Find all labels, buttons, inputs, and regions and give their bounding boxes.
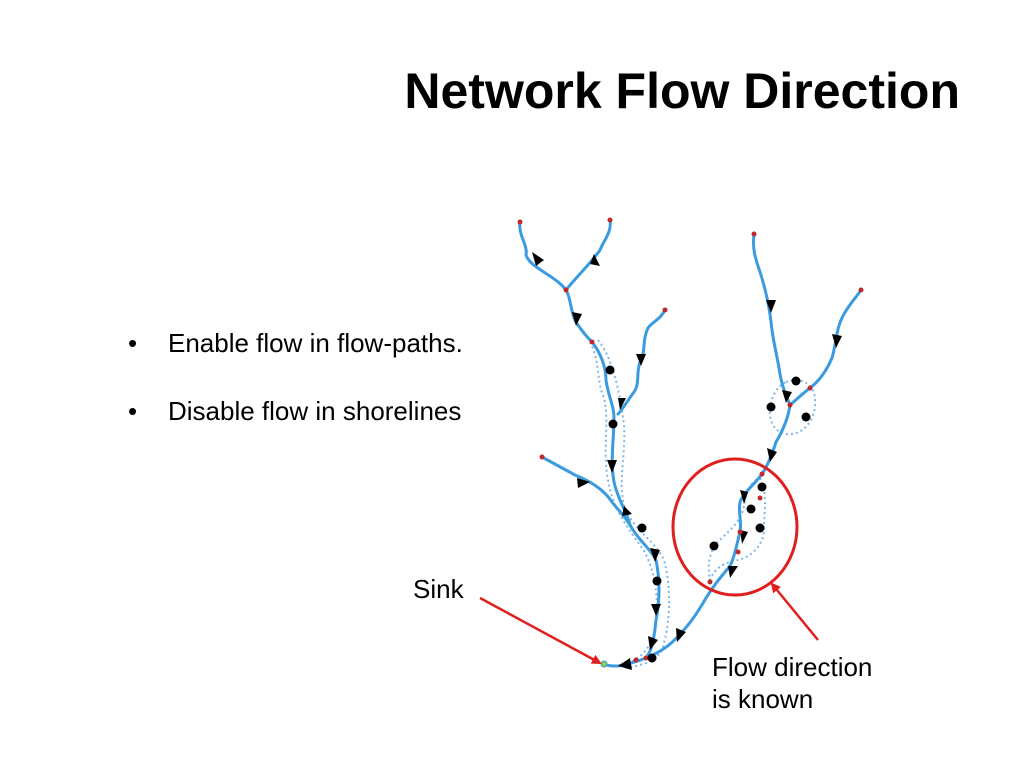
flow-direction-label-line2: is known <box>712 684 813 714</box>
sink-node <box>600 660 608 668</box>
node-dot <box>751 231 757 237</box>
bullet-item: • Enable flow in flow-paths. <box>128 326 463 360</box>
stream-main-left <box>590 340 661 660</box>
right-lake-upper <box>768 379 817 436</box>
left-shoreline-outer <box>589 341 658 667</box>
node-dot <box>737 529 743 535</box>
stream-top-left-a <box>518 220 568 292</box>
flow-arrows <box>532 252 842 670</box>
node-dot <box>563 287 569 293</box>
lake-node-dot <box>791 376 801 386</box>
flow-arrow-icon <box>590 254 600 266</box>
node-dot <box>757 495 763 501</box>
sink-pointer-arrow <box>479 596 602 665</box>
node-dot <box>539 454 545 460</box>
flow-arrow-icon <box>767 448 777 462</box>
node-dot <box>517 219 523 225</box>
stream-trunk-a <box>564 288 594 344</box>
node-dot <box>589 339 595 345</box>
flow-arrow-icon <box>740 490 748 504</box>
shorelines <box>589 339 817 669</box>
node-dot <box>759 471 765 477</box>
flow-direction-pointer-arrow <box>770 582 819 641</box>
lake-node-dot <box>605 365 615 375</box>
flow-arrow-icon <box>636 354 646 366</box>
bullet-dot-icon: • <box>128 328 138 358</box>
lake-node-dot <box>746 504 756 514</box>
flow-arrow-icon <box>728 566 738 578</box>
flow-arrow-icon <box>832 334 842 348</box>
lake-node-dot <box>755 523 765 533</box>
stream-side-left <box>540 455 632 527</box>
node-dot <box>787 402 793 408</box>
flow-arrow-icon <box>676 628 686 642</box>
bullet-list: • Enable flow in flow-paths. • Disable f… <box>128 326 463 462</box>
bullet-dot-icon: • <box>128 396 138 426</box>
node-dot <box>858 287 864 293</box>
lake-node-dot <box>608 419 618 429</box>
known-flow-highlight-circle <box>671 457 799 597</box>
lake-node-dot <box>766 402 776 412</box>
lake-node-dot <box>709 541 719 551</box>
flow-arrow-icon <box>648 636 658 650</box>
flow-arrow-icon <box>532 252 544 266</box>
lake-node-dot <box>757 482 767 492</box>
junction-nodes <box>517 217 864 663</box>
node-dot <box>643 655 649 661</box>
bullet-item: • Disable flow in shorelines <box>128 394 463 428</box>
flow-arrow-icon <box>651 604 661 616</box>
node-dot <box>662 307 668 313</box>
lake-nodes <box>605 365 811 663</box>
streams <box>518 218 863 668</box>
lake-node-dot <box>652 576 662 586</box>
bullet-text: Disable flow in shorelines <box>168 396 462 426</box>
bullet-text: Enable flow in flow-paths. <box>168 328 463 358</box>
flow-arrow-icon <box>782 390 792 403</box>
flow-arrow-icon <box>607 460 617 473</box>
node-dot <box>707 579 713 585</box>
node-dot <box>633 657 639 663</box>
slide-title: Network Flow Direction <box>404 63 960 119</box>
stream-right-branch <box>788 288 863 407</box>
sink-label: Sink <box>413 574 465 604</box>
stream-right-main <box>644 403 792 660</box>
flow-arrow-icon <box>622 506 632 516</box>
stream-right-top <box>752 232 792 407</box>
flow-arrow-icon <box>572 312 582 326</box>
flow-arrow-icon <box>766 300 776 313</box>
node-dot <box>807 385 813 391</box>
flow-arrow-icon <box>618 398 626 410</box>
node-dot <box>607 217 613 223</box>
lake-node-dot <box>801 412 811 422</box>
flow-arrow-icon <box>650 548 660 562</box>
flow-arrow-icon <box>618 658 632 670</box>
flow-direction-label-line1: Flow direction <box>712 652 872 682</box>
flow-arrow-icon <box>577 478 590 488</box>
stream-top-left-b <box>564 218 612 292</box>
lake-node-dot <box>647 653 657 663</box>
node-dot <box>735 549 741 555</box>
lake-node-dot <box>637 523 647 533</box>
